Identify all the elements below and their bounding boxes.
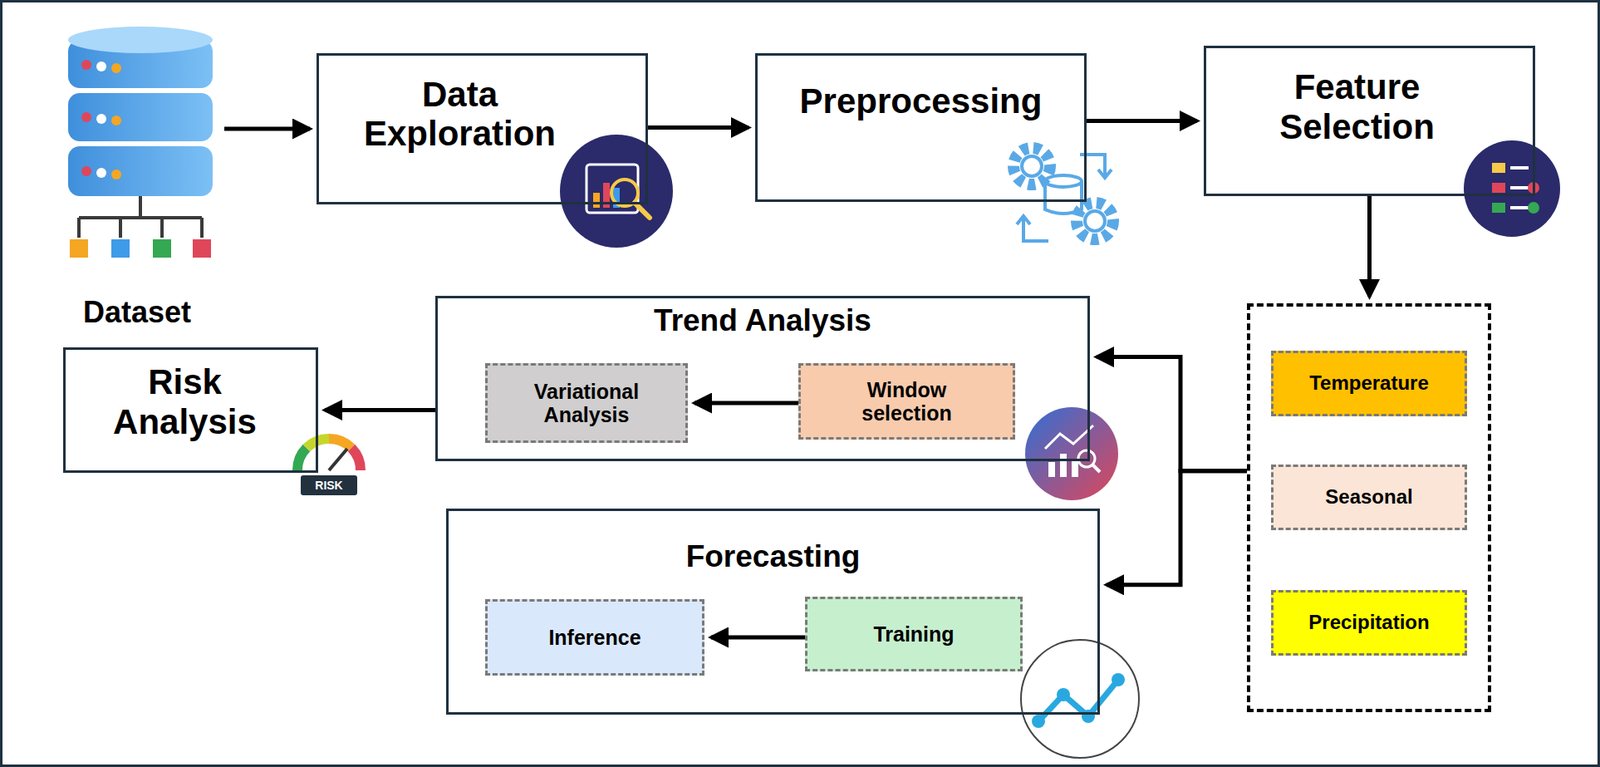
analysis-panel: Trend AnalysisVariational Analysis Window… [435, 295, 1090, 462]
forecast-panel: ForecastingInference Training [446, 508, 1100, 715]
flow-arrow [711, 635, 805, 640]
icon-part [1060, 453, 1067, 477]
icon-part [111, 63, 122, 74]
node-label: Feature Selection [1232, 67, 1483, 146]
icon-part [96, 167, 107, 178]
icon-part [69, 239, 89, 258]
step-box: Variational Analysis [485, 363, 688, 443]
node-label: Precipitation [1308, 611, 1429, 634]
node-label: Temperature [1309, 372, 1429, 395]
icon-part [328, 438, 352, 448]
step-box: Window selection [798, 363, 1016, 440]
panel-title: Forecasting [448, 539, 1098, 574]
process-box: Feature Selection [1203, 45, 1536, 197]
icon-part [1492, 162, 1506, 173]
icon-part [1038, 679, 1119, 722]
step-box: Inference [485, 598, 705, 676]
feature-box: Precipitation [1271, 589, 1468, 656]
icon-part [300, 475, 358, 496]
node-label: Training [873, 622, 954, 646]
panel-title: Trend Analysis [437, 303, 1088, 338]
icon-part [634, 202, 650, 218]
icon-part [111, 169, 122, 180]
node-label: Seasonal [1325, 485, 1413, 509]
icon-part [328, 448, 348, 471]
icon-part [1463, 140, 1561, 237]
icon-part [1020, 639, 1139, 758]
node-label: Dataset [83, 295, 192, 329]
checklist-icon [1463, 140, 1561, 237]
icon-part [1045, 425, 1094, 449]
node-label: Variational Analysis [495, 379, 678, 427]
feature-group: TemperatureSeasonalPrecipitation [1246, 303, 1492, 712]
icon-part [1492, 202, 1506, 213]
icon-part [1021, 156, 1042, 177]
flow-arrow [694, 401, 799, 406]
icon-part [68, 26, 213, 54]
icon-part [68, 93, 213, 142]
node-label: Risk Analysis [85, 362, 285, 441]
icon-part [593, 192, 600, 208]
icon-part [1045, 175, 1082, 187]
icon-part [68, 146, 213, 197]
icon-part [81, 59, 92, 70]
risk-gauge-icon [297, 438, 361, 496]
icon-part [1527, 201, 1540, 214]
icon-part [586, 164, 639, 213]
icon-part [1025, 407, 1119, 501]
flow-arrow [647, 125, 749, 130]
process-box: Data Exploration [316, 53, 648, 205]
icon-part [1056, 687, 1070, 702]
process-box: Risk Analysis [63, 347, 319, 473]
dataset-node: Dataset [49, 25, 225, 329]
process-box: Preprocessing [755, 53, 1087, 202]
icon-part [78, 196, 202, 238]
icon-part [152, 239, 172, 258]
node-label: Window selection [844, 377, 970, 425]
icon-part [1092, 464, 1100, 472]
flow-arrow [324, 407, 436, 413]
icon-part [1111, 672, 1125, 687]
step-box: Training [804, 596, 1023, 672]
icon-part [81, 112, 92, 123]
icon-part [1048, 461, 1056, 477]
icon-part [1081, 709, 1095, 723]
icon-label: RISK [300, 477, 358, 493]
icon-part [1510, 167, 1529, 208]
flow-arrow [1086, 118, 1198, 123]
node-label: Preprocessing [800, 81, 1043, 121]
icon-part [351, 447, 361, 471]
gears-icon [1013, 147, 1114, 241]
icon-part [192, 239, 212, 258]
node-label: Data Exploration [335, 74, 585, 153]
icon-part [1084, 211, 1105, 231]
icon-part [297, 447, 307, 471]
flow-arrow [1106, 471, 1247, 585]
flow-arrow [1096, 357, 1247, 472]
icon-part [111, 239, 130, 258]
feature-box: Temperature [1271, 350, 1468, 417]
icon-part [1045, 181, 1082, 214]
icon-part [1071, 458, 1079, 477]
icon-part [111, 115, 122, 126]
node-label: Inference [548, 625, 641, 649]
database-icon [68, 26, 213, 258]
forecast-icon [1020, 639, 1139, 758]
exploration-icon [559, 134, 673, 248]
icon-part [1016, 215, 1049, 241]
icon-part [96, 113, 107, 124]
icon-part [1492, 182, 1506, 193]
icon-part [559, 134, 673, 248]
feature-box: Seasonal [1271, 464, 1468, 531]
flow-arrow [224, 127, 310, 132]
flow-arrow [1367, 196, 1372, 297]
trend-icon [1025, 407, 1119, 501]
icon-part [81, 166, 92, 177]
icon-part [96, 61, 107, 72]
icon-part [1031, 714, 1046, 728]
